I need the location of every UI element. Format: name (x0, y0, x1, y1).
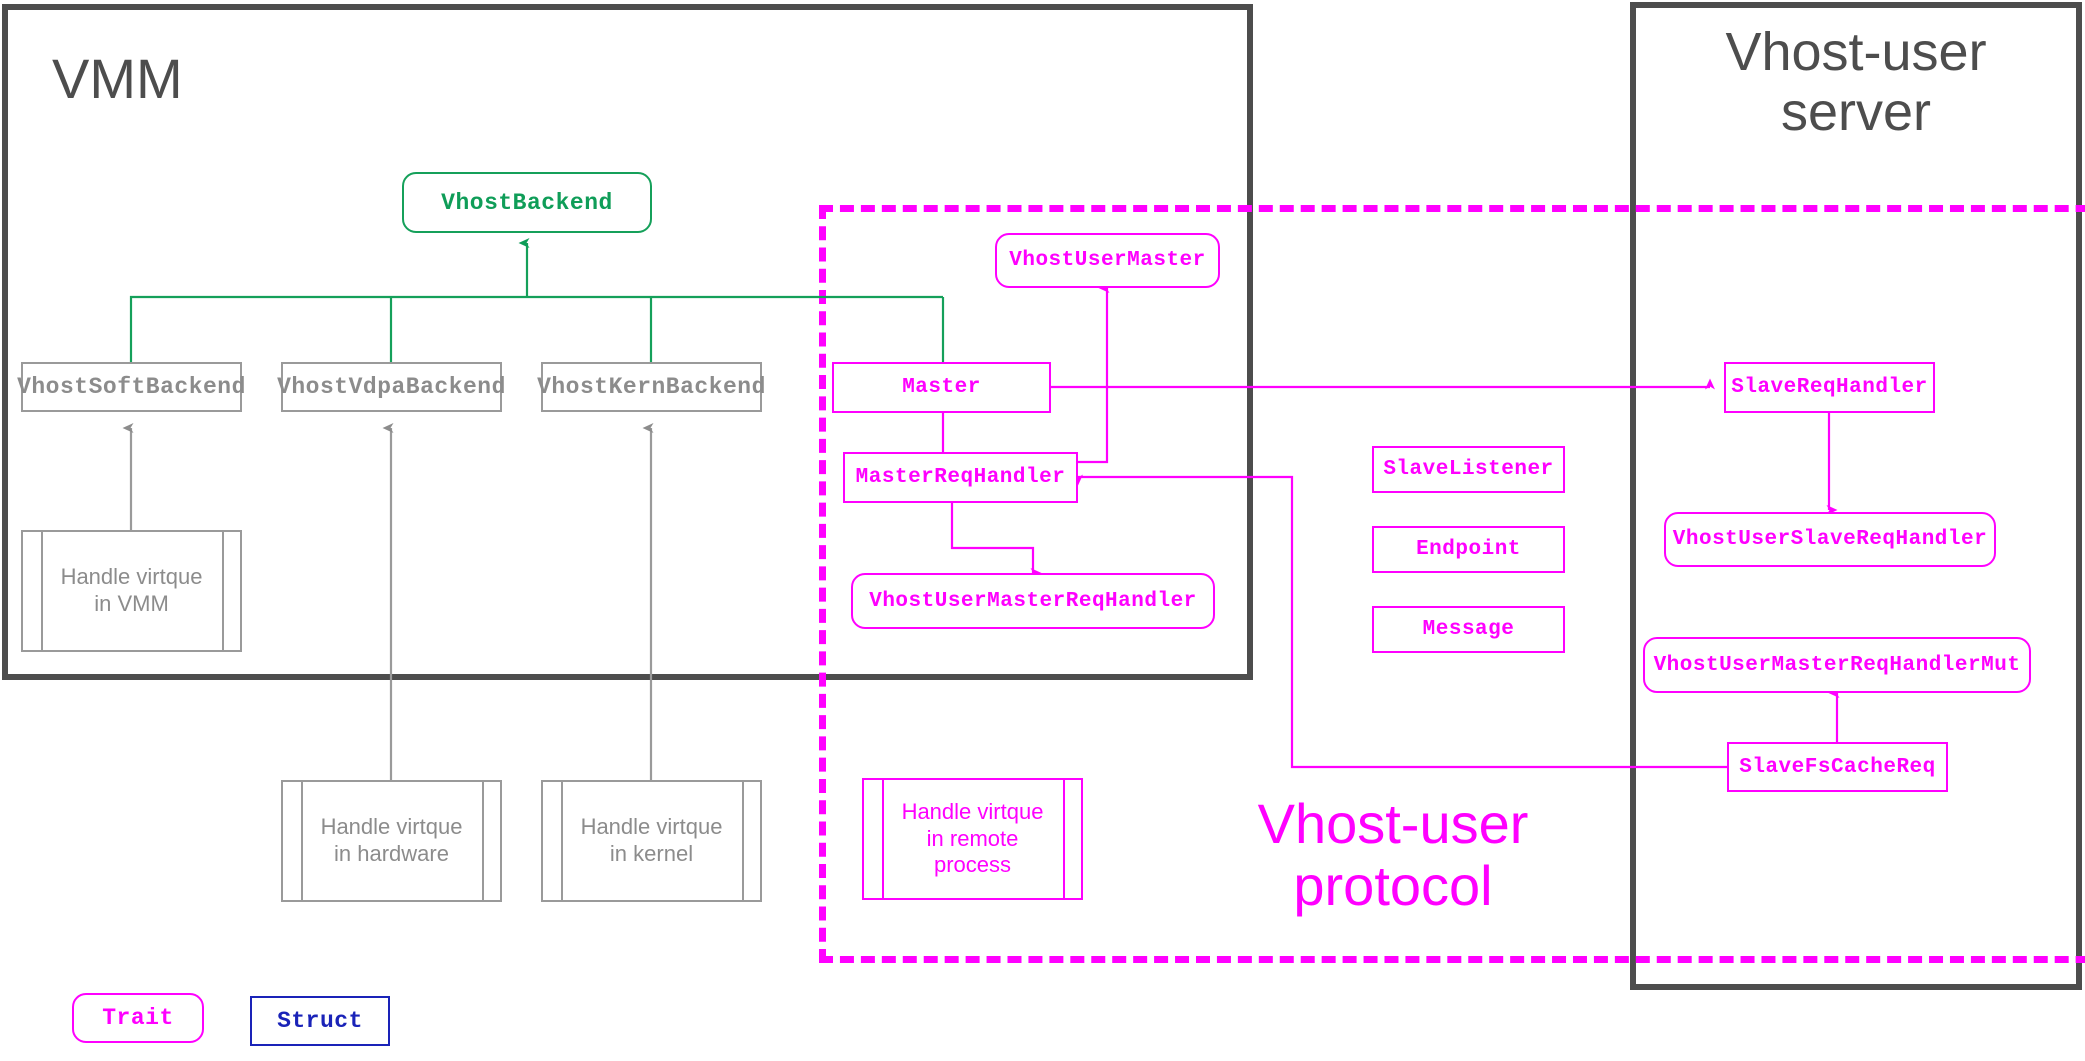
process-label: Handle virtque in hardware (320, 814, 463, 866)
node-vhost-user-master-req-handler[interactable]: VhostUserMasterReqHandler (851, 573, 1215, 629)
node-vhost-user-master[interactable]: VhostUserMaster (995, 233, 1220, 288)
vhost-user-protocol-label: Vhost-user protocol (1257, 792, 1529, 917)
process-left-rule (882, 778, 884, 900)
process-body (862, 778, 1083, 900)
process-handle-remote: Handle virtque in remote process (862, 778, 1083, 900)
process-right-rule (742, 780, 744, 902)
process-handle-hardware: Handle virtque in hardware (281, 780, 502, 902)
legend-trait: Trait (72, 993, 204, 1043)
legend-struct: Struct (250, 996, 390, 1046)
vhost-user-server-title: Vhost-user server (1725, 22, 1987, 143)
node-master-req-handler[interactable]: MasterReqHandler (843, 452, 1078, 503)
vhost-user-protocol-region (819, 205, 2085, 963)
process-right-rule (482, 780, 484, 902)
process-body (21, 530, 242, 652)
process-label: Handle virtque in kernel (580, 814, 723, 866)
process-handle-kernel: Handle virtque in kernel (541, 780, 762, 902)
vmm-container (2, 4, 1253, 680)
node-master[interactable]: Master (832, 362, 1051, 413)
process-right-rule (1063, 778, 1065, 900)
node-vhost-soft-backend[interactable]: VhostSoftBackend (17, 362, 245, 412)
node-vhost-backend[interactable]: VhostBackend (402, 172, 652, 233)
node-slave-listener[interactable]: SlaveListener (1372, 446, 1565, 493)
node-vhost-user-slave-req-handler[interactable]: VhostUserSlaveReqHandler (1664, 512, 1996, 567)
node-slave-fs-cache-req[interactable]: SlaveFsCacheReq (1727, 742, 1948, 792)
process-right-rule (222, 530, 224, 652)
process-handle-vmm: Handle virtque in VMM (21, 530, 242, 652)
node-vhost-kern-backend[interactable]: VhostKernBackend (537, 362, 765, 412)
node-vhost-vdpa-backend[interactable]: VhostVdpaBackend (277, 362, 505, 412)
vmm-container-title: VMM (52, 47, 183, 110)
node-slave-req-handler[interactable]: SlaveReqHandler (1724, 362, 1935, 413)
process-left-rule (561, 780, 563, 902)
node-endpoint[interactable]: Endpoint (1372, 526, 1565, 573)
node-vhost-user-master-req-handler-mut[interactable]: VhostUserMasterReqHandlerMut (1643, 637, 2031, 693)
process-label: Handle virtque in remote process (901, 798, 1044, 878)
process-body (281, 780, 502, 902)
process-left-rule (301, 780, 303, 902)
node-message[interactable]: Message (1372, 606, 1565, 653)
process-left-rule (41, 530, 43, 652)
process-body (541, 780, 762, 902)
process-label: Handle virtque in VMM (60, 564, 203, 616)
